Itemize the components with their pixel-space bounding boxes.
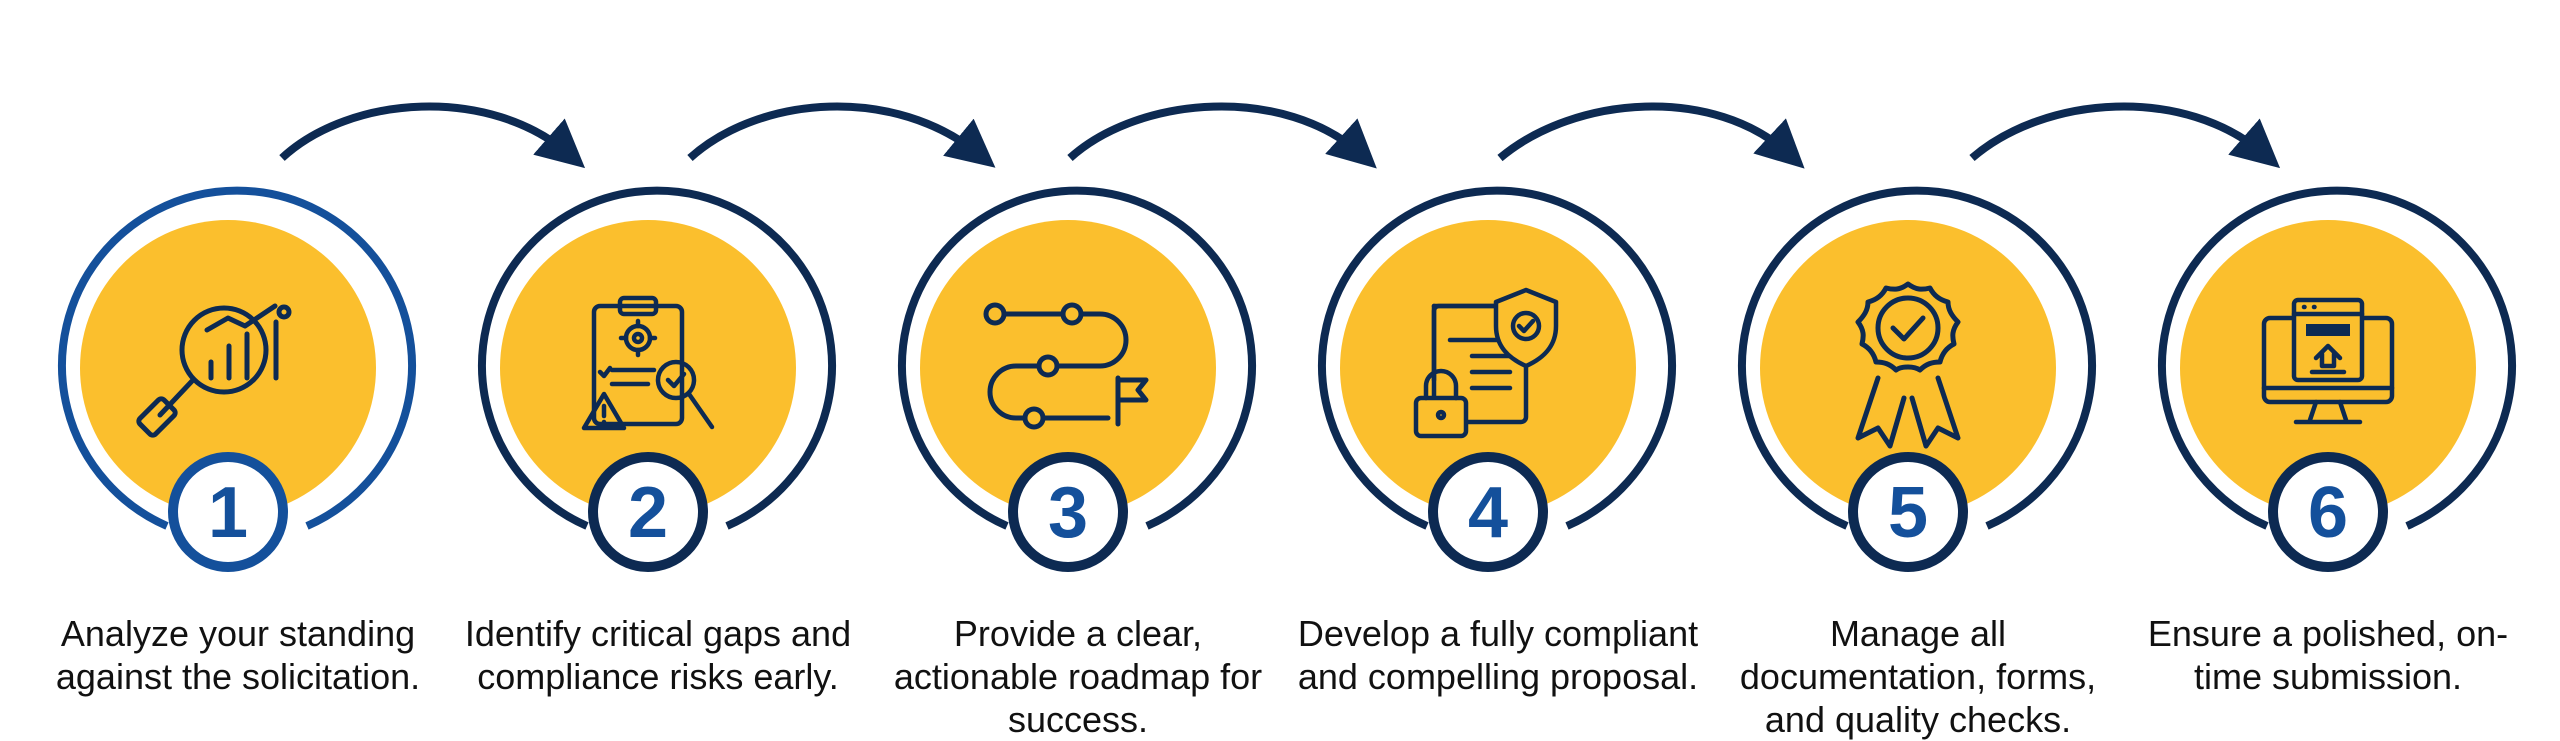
step-2-caption: Identify critical gaps and compliance ri…: [464, 613, 852, 697]
step-4-number: 4: [1468, 473, 1508, 553]
award-badge-check-icon: [1855, 281, 1961, 449]
step-5: 5: [1738, 186, 2096, 572]
step-3-number: 3: [1048, 473, 1088, 553]
clipboard-warning-search-icon: [581, 295, 715, 431]
step-4-caption: Develop a fully compliant and compelling…: [1297, 613, 1699, 697]
arrow-3-to-4: [1067, 102, 1377, 169]
arrow-4-to-5: [1497, 102, 1805, 169]
step-5-caption: Manage all documentation, forms, and qua…: [1739, 613, 2097, 740]
step-3-caption: Provide a clear, actionable roadmap for …: [893, 613, 1263, 740]
step-2-number-badge: [588, 452, 708, 572]
step-4: 4: [1318, 186, 1676, 572]
arrow-2-to-3: [687, 102, 996, 168]
step-6-number-badge: [2268, 452, 2388, 572]
step-6-caption: Ensure a polished, on-time submission.: [2147, 613, 2509, 697]
step-5-ring: [1738, 186, 2096, 530]
step-2-number: 2: [628, 473, 668, 553]
roadmap-flag-icon: [983, 302, 1149, 430]
step-6-number: 6: [2308, 473, 2348, 553]
step-1: 1: [58, 186, 416, 572]
magnifier-chart-icon: [136, 303, 292, 438]
step-2-ring: [478, 186, 836, 530]
step-3: 3: [898, 186, 1256, 572]
monitor-upload-icon: [2261, 297, 2395, 425]
step-5-number-badge: [1848, 452, 1968, 572]
step-2: 2: [478, 186, 836, 572]
document-shield-lock-icon: [1413, 287, 1559, 439]
step-6-ring: [2158, 186, 2516, 530]
step-4-ring: [1318, 186, 1676, 530]
step-6: 6: [2158, 186, 2516, 572]
step-1-ring: [58, 186, 416, 530]
arrow-1-to-2: [279, 102, 586, 169]
step-1-number: 1: [208, 473, 248, 553]
step-4-disc: [1340, 220, 1636, 516]
step-1-caption: Analyze your standing against the solici…: [55, 613, 421, 697]
step-1-number-badge: [168, 452, 288, 572]
step-5-number: 5: [1888, 473, 1928, 553]
arrow-5-to-6: [1969, 102, 2281, 169]
step-3-ring: [898, 186, 1256, 530]
step-3-number-badge: [1008, 452, 1128, 572]
step-4-number-badge: [1428, 452, 1548, 572]
